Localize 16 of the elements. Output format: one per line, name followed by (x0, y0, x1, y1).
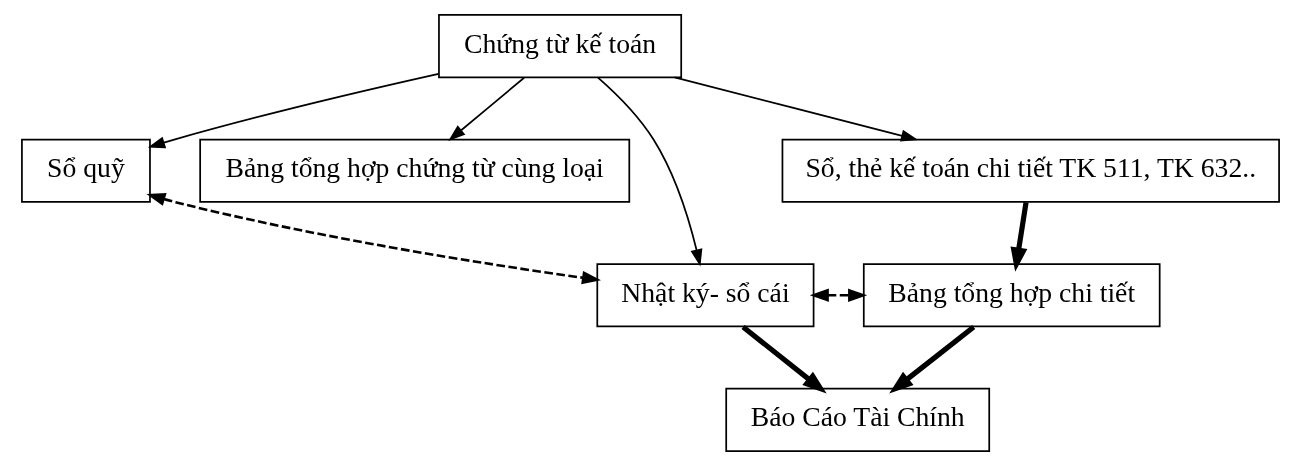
node-box: Chứng từ kế toán (438, 14, 683, 79)
arrow (597, 76, 703, 267)
arrow (673, 76, 919, 142)
node-box: Nhật ký- sổ cái (596, 263, 815, 328)
arrow (448, 76, 526, 142)
arrow (809, 288, 868, 302)
arrow (1010, 201, 1029, 272)
node-box: Sổ, thẻ kế toán chi tiết TK 511, TK 632.. (781, 138, 1280, 203)
arrow (146, 192, 601, 285)
node-box: Bảng tổng hợp chứng từ cùng loại (199, 138, 631, 203)
arrow (889, 324, 976, 394)
arrow (147, 72, 440, 149)
arrow (741, 324, 827, 394)
node-box: Bảng tổng hợp chi tiết (862, 263, 1161, 328)
node-box: Sổ quỹ (21, 138, 151, 203)
node-box: Báo Cáo Tài Chính (725, 387, 991, 452)
